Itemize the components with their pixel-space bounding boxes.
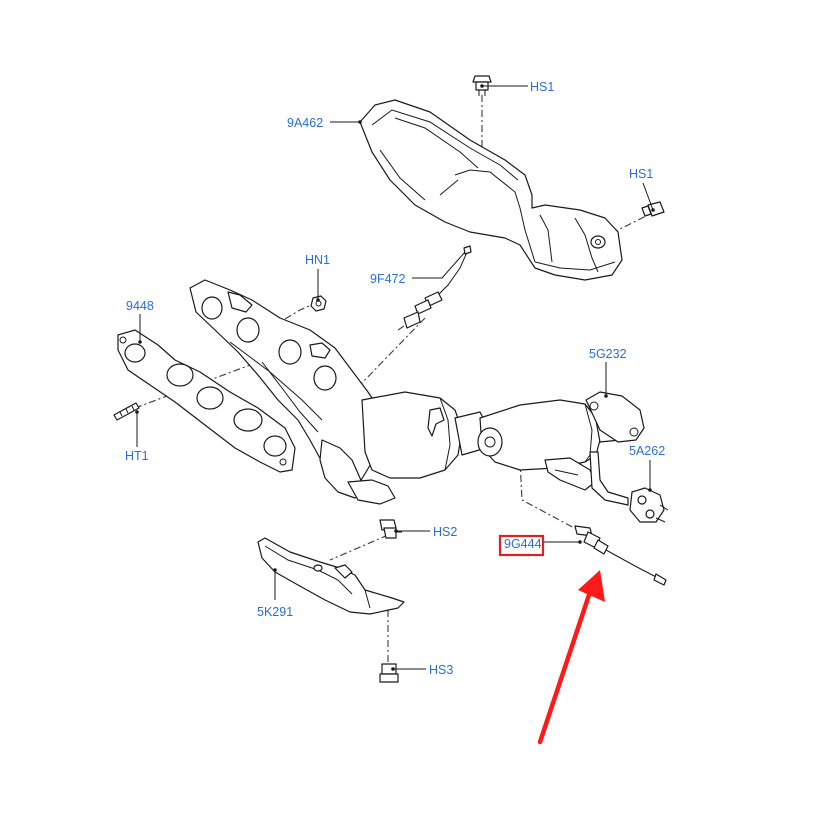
callout-hs3[interactable]: HS3 — [429, 663, 453, 677]
highlight-box — [498, 534, 545, 557]
callout-9g444[interactable]: 9G444 — [504, 537, 542, 551]
hs1-right-bolt-icon[interactable] — [641, 201, 665, 217]
heat-shield-upper[interactable] — [359, 99, 623, 281]
callout-9448[interactable]: 9448 — [126, 299, 154, 313]
callout-hn1[interactable]: HN1 — [305, 253, 330, 267]
catalytic-converter-pipe[interactable] — [477, 391, 645, 506]
highlight-arrow-icon — [537, 570, 605, 745]
oxygen-sensor-lower[interactable] — [574, 525, 667, 586]
hs3-bolt-icon[interactable] — [379, 663, 399, 683]
callout-labels: HS1 9A462 HS1 HN1 9F472 9448 5G232 5A262… — [125, 80, 665, 677]
callout-9f472[interactable]: 9F472 — [370, 272, 405, 286]
oxygen-sensor-upper[interactable] — [397, 245, 472, 331]
callout-9a462[interactable]: 9A462 — [287, 116, 323, 130]
callout-hs1-right[interactable]: HS1 — [629, 167, 653, 181]
callout-5g232[interactable]: 5G232 — [589, 347, 627, 361]
callout-5k291[interactable]: 5K291 — [257, 605, 293, 619]
manifold-gasket[interactable] — [117, 329, 296, 473]
exhaust-hanger-rubber[interactable] — [629, 487, 669, 523]
ht1-stud-icon[interactable] — [113, 402, 140, 421]
hs2-bolt-icon[interactable] — [379, 519, 402, 539]
exhaust-manifold[interactable] — [189, 279, 489, 505]
callout-hs2[interactable]: HS2 — [433, 525, 457, 539]
heat-shield-lower[interactable] — [257, 537, 405, 615]
leader-lines — [135, 84, 655, 671]
callout-hs1-top[interactable]: HS1 — [530, 80, 554, 94]
callout-5a262[interactable]: 5A262 — [629, 444, 665, 458]
callout-ht1[interactable]: HT1 — [125, 449, 149, 463]
